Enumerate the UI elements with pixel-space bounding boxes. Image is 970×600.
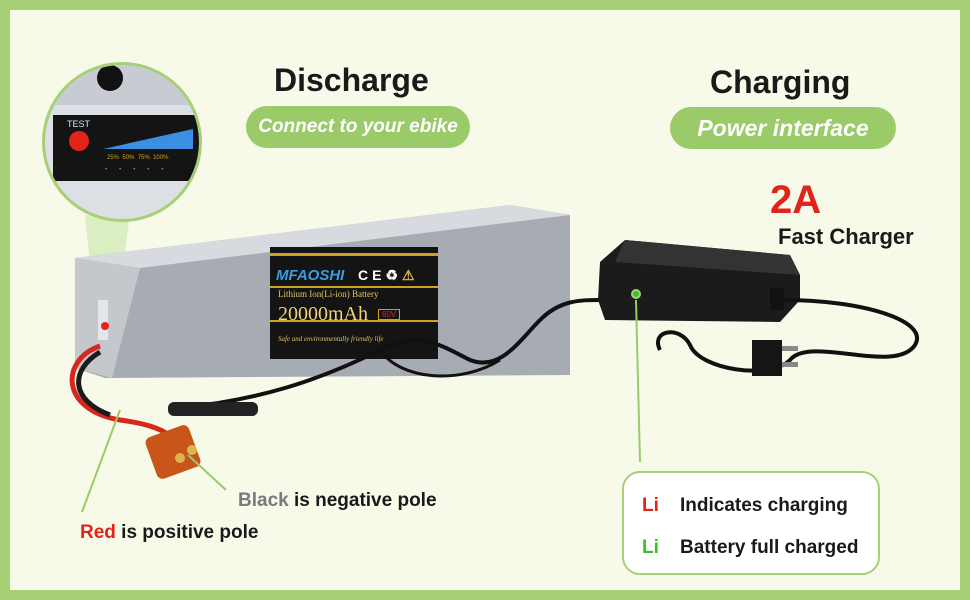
led-pointer [635, 299, 641, 463]
cert-marks: CE♻⚠ [358, 267, 419, 284]
xt-connector [145, 425, 201, 479]
level-labels: 25% 50% 75% 100% [107, 155, 199, 161]
red-word: Red [80, 522, 116, 543]
red-pole-pointer [81, 409, 121, 513]
negative-pole-label: Black is negative pole [238, 490, 437, 512]
level-gauge [103, 129, 193, 149]
charging-title: Charging [710, 64, 851, 100]
red-wire [69, 343, 177, 442]
level-50: 50% [122, 155, 135, 161]
black-rest: is negative pole [288, 490, 437, 511]
discharge-subtitle: Connect to your ebike [246, 106, 470, 148]
charge-cable [179, 298, 601, 410]
indicator-panel: TEST 25% 50% 75% 100% ••••• [53, 115, 199, 181]
battery-label: MFAOSHI CE♻⚠ Lithium Ion(Li-ion) Battery… [270, 247, 438, 359]
ac-cord [656, 298, 919, 373]
product-illustration [69, 205, 919, 513]
level-25: 25% [107, 155, 120, 161]
level-dots: ••••• [105, 167, 176, 173]
legend-text-charging: Indicates charging [680, 495, 848, 516]
charger-current: 2A [770, 178, 822, 222]
level-100: 100% [153, 155, 169, 161]
legend-text-full: Battery full charged [680, 537, 859, 558]
charger-led [631, 289, 641, 299]
ac-plug [752, 340, 782, 376]
battery-type: Lithium Ion(Li-ion) Battery [278, 289, 379, 299]
charging-subtitle: Power interface [670, 107, 896, 149]
battery-test-button [101, 322, 109, 330]
legend-row-charging: Li Indicates charging [642, 495, 848, 517]
recycle-icon: ♻ [385, 267, 403, 283]
brand-name: MFAOSHI [276, 267, 345, 284]
black-word: Black [238, 490, 289, 511]
ce-mark: CE [358, 267, 386, 283]
discharge-title: Discharge [274, 62, 429, 98]
li-red: Li [642, 495, 659, 516]
battery-tagline: Safe and environmentally friendly life [278, 335, 384, 343]
dc-connector [168, 402, 258, 416]
red-rest: is positive pole [115, 522, 259, 543]
li-green: Li [642, 537, 659, 558]
legend-row-full: Li Battery full charged [642, 537, 858, 559]
charger-label: Fast Charger [778, 224, 914, 249]
test-button[interactable] [69, 131, 89, 151]
battery-voltage: 60V [378, 309, 401, 320]
level-75: 75% [137, 155, 150, 161]
inset-cap [97, 65, 123, 91]
test-label: TEST [67, 119, 91, 129]
battery-top [75, 205, 570, 268]
battery-display [98, 300, 108, 340]
black-wire [76, 349, 111, 418]
black-pole-pointer [187, 454, 227, 491]
positive-pole-label: Red is positive pole [80, 522, 258, 544]
warning-icon: ⚠ [402, 267, 419, 283]
indicator-inset: TEST 25% 50% 75% 100% ••••• [42, 62, 202, 222]
battery-capacity: 20000mAh [278, 303, 368, 325]
